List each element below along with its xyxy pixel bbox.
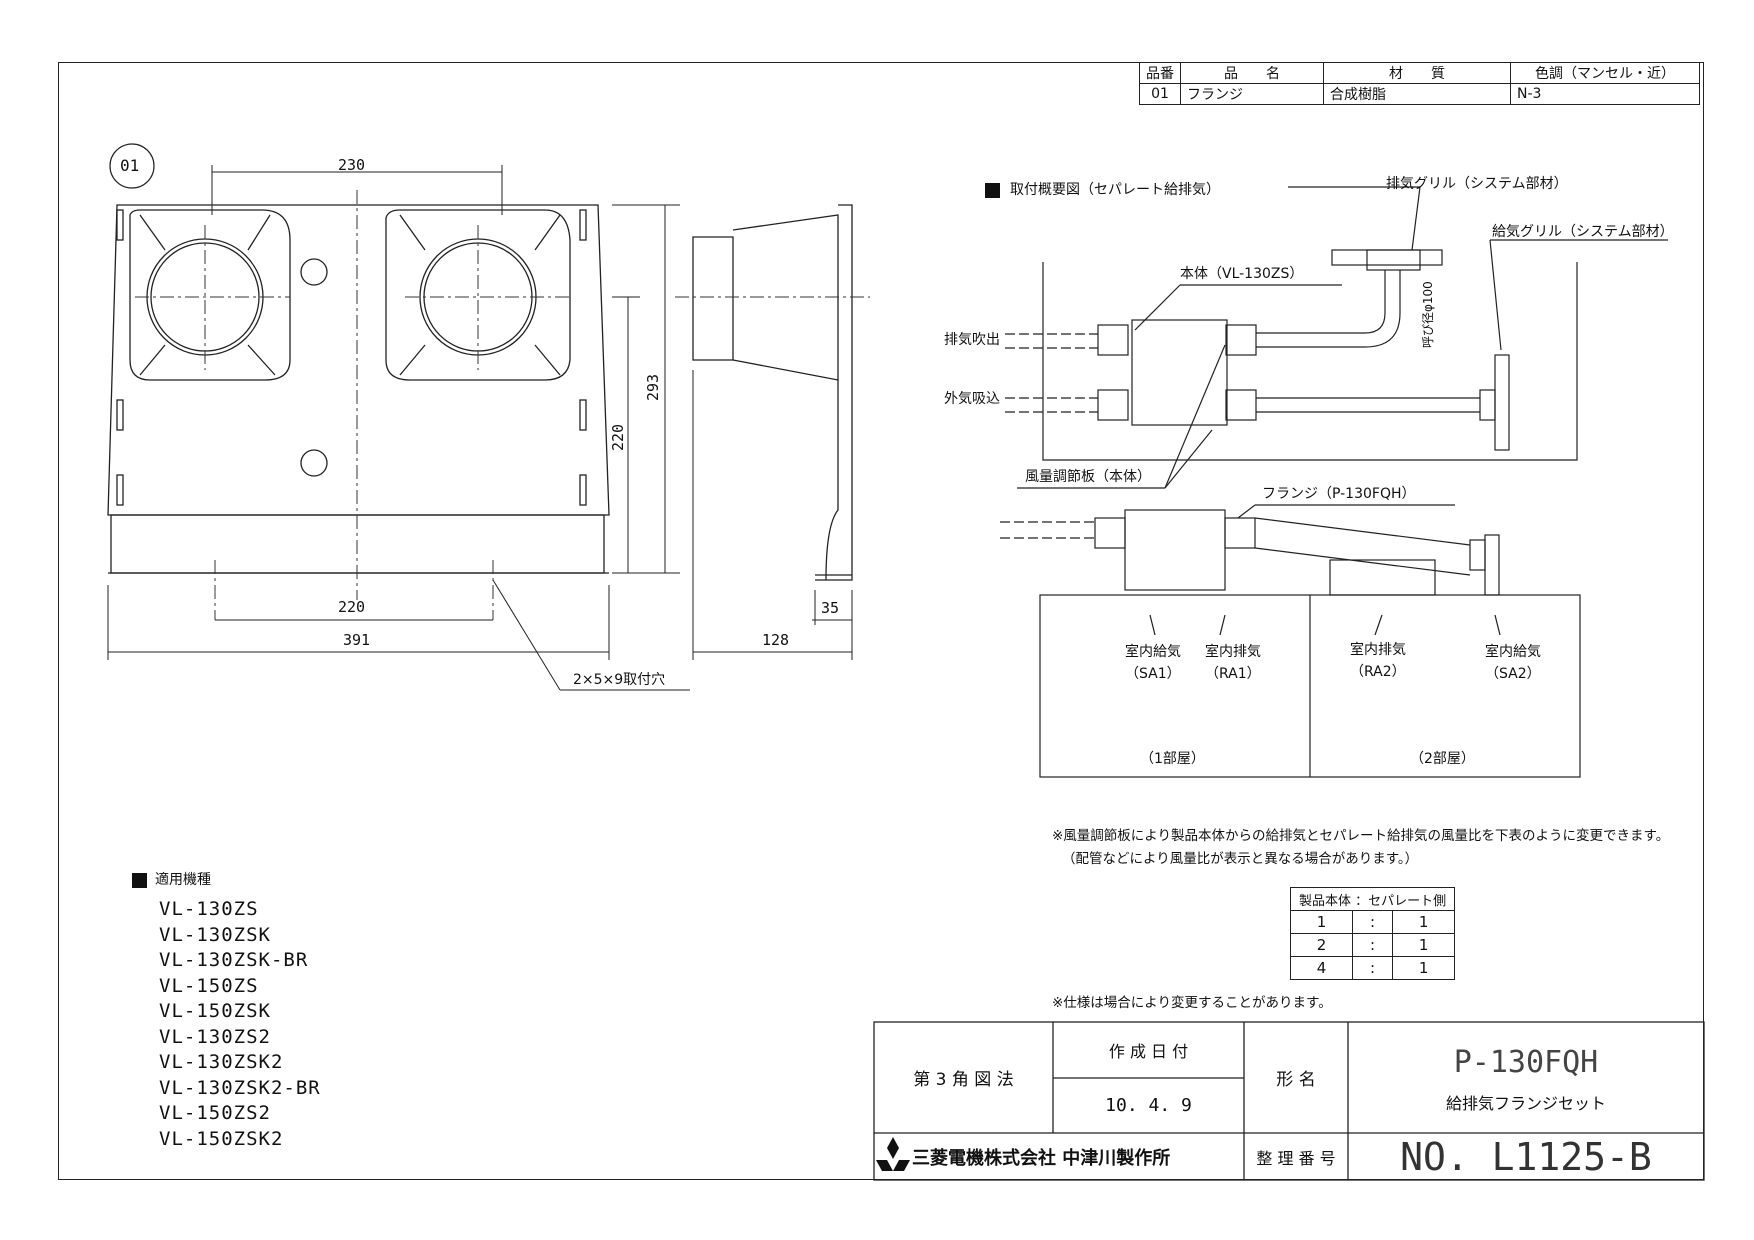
label-ra2-code: （RA2）: [1350, 664, 1406, 680]
label-exhaust-out: 排気吹出: [944, 332, 1000, 348]
side-view: [692, 204, 853, 581]
drawing-number: NO. L1125-B: [1400, 1134, 1652, 1179]
note-piping: （配管などにより風量比が表示と異なる場合があります。）: [1062, 851, 1419, 867]
list-item: VL-130ZS2: [159, 1025, 271, 1048]
model-label: 形 名: [1276, 1070, 1316, 1090]
list-item: VL-150ZS: [159, 974, 259, 997]
label-sa2-code: （SA2）: [1485, 666, 1541, 682]
parts-cell-material: 合成樹脂: [1323, 83, 1511, 105]
date-value: 10. 4. 9: [1105, 1095, 1192, 1116]
label-exhaust-grille: 排気グリル（システム部材）: [1386, 176, 1568, 192]
list-item: VL-130ZSK: [159, 923, 271, 946]
projection-label: 第 3 角 図 法: [913, 1070, 1014, 1090]
dim-220-vertical: 220: [609, 423, 628, 452]
ratio-cell: 4: [1290, 956, 1353, 980]
list-item: VL-130ZSK2-BR: [159, 1076, 321, 1099]
note-damper: ※風量調節板により製品本体からの給排気とセパレート給排気の風量比を下表のように変…: [1052, 828, 1670, 844]
model-value: P-130FQH: [1453, 1044, 1599, 1080]
company-name: 三菱電機株式会社 中津川製作所: [912, 1147, 1171, 1169]
number-label: 整 理 番 号: [1256, 1148, 1336, 1168]
label-damper: 風量調節板（本体）: [1025, 469, 1151, 485]
label-sa1-code: （SA1）: [1125, 666, 1181, 682]
list-item: VL-150ZSK2: [159, 1127, 284, 1150]
dim-230: 230: [338, 156, 366, 174]
ratio-cell: 1: [1290, 910, 1353, 934]
ratio-table: 製品本体 ：セパレート側 1 : 1 2 : 1 4 : 1: [1289, 887, 1456, 980]
label-room2: （2部屋）: [1410, 751, 1475, 767]
list-item: VL-130ZSK2: [159, 1051, 284, 1073]
list-item: VL-130ZS: [159, 898, 259, 920]
front-view: [107, 204, 610, 574]
table-row: 2 : 1: [1290, 933, 1456, 957]
label-room1: （1部屋）: [1140, 751, 1205, 767]
label-sa1: 室内給気: [1125, 644, 1181, 660]
hole-note: 2×5×9取付穴: [573, 672, 666, 688]
part-tag: 01: [120, 156, 140, 175]
ratio-cell: 1: [1392, 933, 1456, 957]
title-block: [873, 1021, 1705, 1181]
ratio-cell: 2: [1290, 933, 1353, 957]
date-label: 作 成 日 付: [1108, 1042, 1189, 1061]
label-ra2: 室内排気: [1350, 642, 1406, 658]
parts-header-name: 品 名: [1180, 62, 1324, 84]
list-item: VL-130ZSK-BR: [159, 949, 309, 971]
ratio-header: 製品本体 ：セパレート側: [1289, 887, 1456, 911]
applicable-title: 適用機種: [155, 872, 211, 888]
dim-220-horizontal: 220: [338, 598, 366, 616]
dim-35: 35: [821, 599, 840, 617]
ratio-cell: :: [1351, 910, 1394, 934]
label-body: 本体（VL-130ZS）: [1180, 266, 1304, 282]
label-supply-grille: 給気グリル（システム部材）: [1492, 224, 1674, 240]
label-ra1: 室内排気: [1205, 644, 1261, 660]
ratio-cell: :: [1351, 956, 1394, 980]
label-flange: フランジ（P-130FQH）: [1262, 486, 1416, 502]
parts-table: 品番 品 名 材 質 色調（マンセル・近） 01 フランジ 合成樹脂 N-3: [1139, 62, 1700, 105]
label-ra1-code: （RA1）: [1205, 666, 1261, 682]
parts-cell-name: フランジ: [1180, 83, 1324, 105]
ratio-cell: 1: [1392, 956, 1456, 980]
label-sa2: 室内給気: [1485, 644, 1541, 660]
dim-293: 293: [644, 373, 663, 402]
parts-cell-color: N-3: [1510, 83, 1700, 105]
dim-391: 391: [343, 631, 371, 649]
parts-cell-no: 01: [1139, 83, 1181, 105]
table-row: 1 : 1: [1290, 910, 1456, 934]
install-diagram: [1000, 186, 1668, 778]
note-spec-change: ※仕様は場合により変更することがあります。: [1052, 995, 1332, 1011]
label-outside-in: 外気吸込: [944, 391, 1000, 407]
label-pipe-dia: 呼び径φ100: [1421, 281, 1435, 348]
table-row: 4 : 1: [1290, 956, 1456, 980]
list-item: VL-150ZSK: [159, 1000, 271, 1022]
ratio-cell: :: [1351, 933, 1394, 957]
dim-128: 128: [762, 631, 790, 649]
mitsubishi-logo: [876, 1137, 910, 1171]
applicable-models: VL-130ZS VL-130ZSK VL-130ZSK-BR VL-150ZS…: [159, 897, 321, 1152]
install-title: 取付概要図（セパレート給排気）: [1010, 182, 1220, 198]
ratio-cell: 1: [1392, 910, 1456, 934]
product-name: 給排気フランジセット: [1445, 1094, 1606, 1113]
list-item: VL-150ZS2: [159, 1102, 271, 1124]
